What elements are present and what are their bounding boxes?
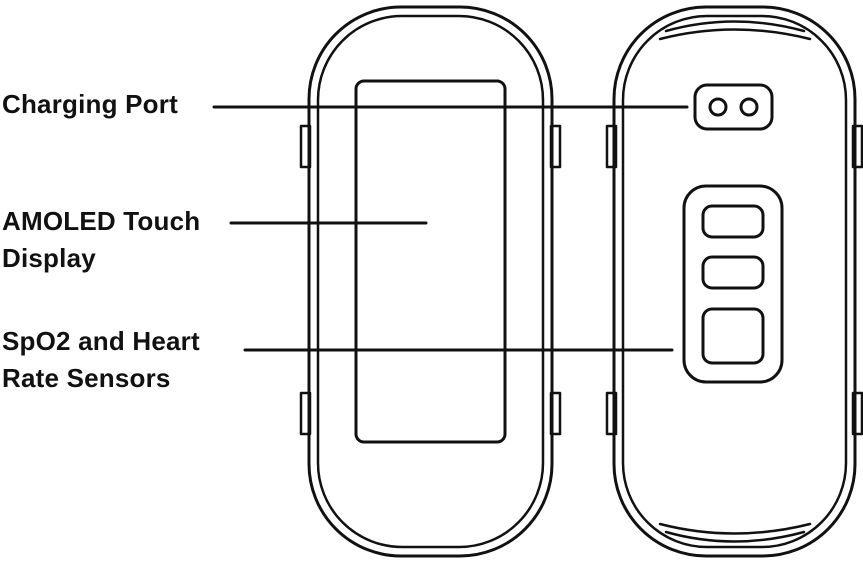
band-front-view (299, 5, 562, 558)
sensor-window-bottom (701, 307, 765, 365)
back-right-top-clip (851, 124, 863, 169)
charging-pin-right-icon (739, 97, 759, 117)
sensor-window-top (701, 204, 765, 239)
label-sensors-line-1: SpO2 and Heart (2, 326, 200, 356)
back-bottom-slot-upper (658, 522, 812, 535)
label-charging-port-line-1: Charging Port (2, 89, 178, 119)
back-left-bottom-clip (605, 391, 618, 436)
charging-port-housing (693, 83, 774, 131)
label-charging-port: Charging Port (2, 86, 178, 123)
back-right-bottom-clip (851, 391, 863, 436)
label-amoled-touch-display: AMOLED Touch Display (2, 203, 200, 277)
back-inner-shell (621, 14, 848, 549)
back-top-slot-lower (658, 28, 812, 41)
sensor-module-housing (682, 184, 784, 384)
front-inner-shell (316, 14, 545, 549)
label-display-line-2: Display (2, 243, 96, 273)
back-top-slot-upper (664, 20, 806, 33)
back-outer-shell (612, 5, 857, 558)
sensor-window-middle (701, 255, 765, 290)
front-outer-shell (307, 5, 554, 558)
band-back-view (605, 5, 863, 558)
label-display-line-1: AMOLED Touch (2, 206, 201, 236)
amoled-touch-display-screen (354, 79, 507, 444)
back-left-top-clip (605, 124, 618, 169)
charging-pin-left-icon (708, 97, 728, 117)
label-spo2-heart-rate-sensors: SpO2 and Heart Rate Sensors (2, 323, 200, 397)
label-sensors-line-2: Rate Sensors (2, 363, 171, 393)
back-bottom-slot-lower (664, 530, 806, 543)
